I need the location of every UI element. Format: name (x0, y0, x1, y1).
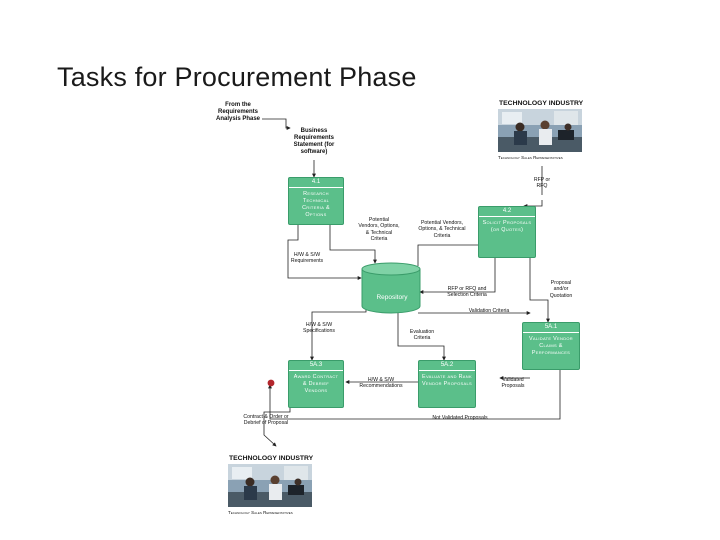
process-4-2-name: Solicit Proposals (or Quotes) (482, 220, 532, 233)
process-5a-1: 5A.1 Validate Vendor Claims & Performanc… (522, 322, 580, 370)
external-caption-bottom: Technology Sales Representatives (228, 510, 293, 515)
repository-label: Repository (376, 294, 408, 301)
flow-contract (263, 403, 291, 447)
process-5a-3-name: Award Contract & Debrief Vendors (293, 374, 339, 394)
flow-4-1-to-repo (329, 224, 377, 264)
flow-proposal (529, 258, 550, 323)
flow-4-1-requirements (287, 224, 362, 280)
process-5a-2: 5A.2 Evaluate and Rank Vendor Proposals (418, 360, 476, 408)
process-4-1-id: 4.1 (289, 178, 343, 188)
flow-label-potential-vendors-right: Potential Vendors, Options, & Technical … (418, 220, 466, 239)
process-5a-3-id: 5A.3 (289, 361, 343, 371)
flow-evaluation (397, 313, 446, 361)
flow-label-validated: Validated Proposals (501, 377, 525, 390)
process-5a-1-name: Validate Vendor Claims & Performances (528, 336, 573, 356)
flow-label-rfp-or-rfq: RFP or RFQ (533, 177, 551, 190)
sales-meeting-photo-bottom (228, 464, 312, 507)
flow-label-potential-vendors-left: Potential Vendors, Options, & Technical … (358, 217, 400, 243)
process-4-2: 4.2 Solicit Proposals (or Quotes) (478, 206, 536, 258)
flow-label-not-validated: Not Validated Proposals (432, 415, 488, 421)
flow-label-validation: Validation Criteria (468, 308, 510, 314)
source-label: From the Requirements Analysis Phase (215, 102, 261, 122)
process-5a-1-id: 5A.1 (523, 323, 579, 333)
process-5a-2-name: Evaluate and Rank Vendor Proposals (422, 374, 472, 387)
flow-label-specifications: H/W & S/W Specifications (302, 322, 335, 335)
external-title-top: TECHNOLOGY INDUSTRY (499, 100, 584, 107)
process-4-2-id: 4.2 (479, 207, 535, 217)
brs-label: Business Requirements Statement (for sof… (293, 128, 335, 155)
flow-label-recommendations: H/W & S/W Recommendations (359, 377, 403, 390)
connector-dot (267, 379, 275, 387)
repository-store (361, 262, 421, 314)
flow-not-validated (268, 369, 561, 420)
external-title-bottom: TECHNOLOGY INDUSTRY (229, 455, 314, 462)
flow-label-hw-sw-requirements: H/W & S/W Requirements (290, 252, 324, 265)
flow-label-evaluation: Evaluation Criteria (409, 329, 435, 342)
flow-4-2-rfp (419, 257, 496, 294)
flow-label-rfp-criteria: RFP or RFQ and Selection Criteria (447, 286, 487, 299)
slide-title: Tasks for Procurement Phase (57, 62, 417, 92)
process-4-1: 4.1 Research Technical Criteria & Option… (288, 177, 344, 225)
external-caption-top: Technology Sales Representatives (498, 155, 563, 160)
flow-source-to-brs (262, 118, 291, 130)
process-4-1-name: Research Technical Criteria & Options (302, 191, 330, 218)
flow-label-contract: Contract & Order or Debrief of Proposal (243, 414, 289, 427)
process-5a-3: 5A.3 Award Contract & Debrief Vendors (288, 360, 344, 408)
sales-meeting-photo-top (498, 109, 582, 152)
flow-label-proposal: Proposal and/or Quotation (549, 280, 573, 299)
process-5a-2-id: 5A.2 (419, 361, 475, 371)
